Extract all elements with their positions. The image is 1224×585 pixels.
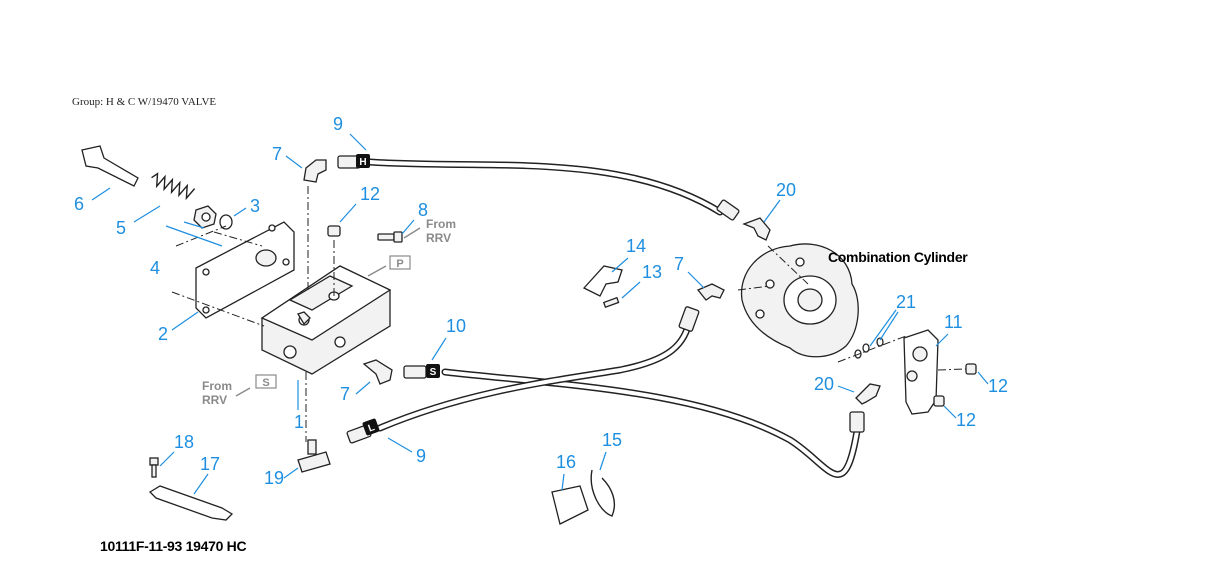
plug-part-12-right <box>965 363 977 375</box>
callout-15: 15 <box>602 430 622 450</box>
hose-l <box>376 314 694 432</box>
elbow-part-7-top <box>303 159 327 183</box>
callout-9-top: 9 <box>333 114 343 134</box>
elbow-part-20-top <box>742 217 771 241</box>
svg-text:From: From <box>202 379 232 393</box>
callouts: 9 7 12 8 6 5 3 4 2 1 7 10 9 18 17 19 <box>74 114 1008 495</box>
from-rrv-bottom: S From RRV <box>202 374 277 407</box>
svg-text:H: H <box>359 157 366 168</box>
svg-text:S: S <box>430 367 437 378</box>
bracket-part-17 <box>148 485 234 521</box>
bolt-part-18 <box>149 457 159 478</box>
group-title: Group: H & C W/19470 VALVE <box>72 96 217 108</box>
clamp-part-14 <box>582 265 623 297</box>
figure-id: 10111F-11-93 19470 HC <box>100 538 247 554</box>
callout-20-top: 20 <box>776 180 796 200</box>
callout-13: 13 <box>642 262 662 282</box>
plug-part-12-bottom <box>933 395 945 407</box>
hose-tag-l: L <box>362 418 380 436</box>
svg-text:RRV: RRV <box>426 231 451 245</box>
elbow-part-7-mid <box>696 283 725 301</box>
callout-8: 8 <box>418 200 428 220</box>
callout-1: 1 <box>294 412 304 432</box>
callout-5: 5 <box>116 218 126 238</box>
bolt-part-8 <box>377 231 403 243</box>
oring-part-3 <box>219 214 233 230</box>
pin-part-6 <box>81 145 139 187</box>
callout-18: 18 <box>174 432 194 452</box>
svg-text:S: S <box>262 377 269 389</box>
svg-text:P: P <box>396 258 403 270</box>
callout-12-top: 12 <box>360 184 380 204</box>
callout-9-low: 9 <box>416 446 426 466</box>
plug-part-12-top <box>327 225 341 237</box>
callout-3: 3 <box>250 196 260 216</box>
combination-cylinder-label: Combination Cylinder <box>828 249 968 265</box>
valve-body-part-1 <box>260 265 392 375</box>
callout-20-low: 20 <box>814 374 834 394</box>
callout-7-mid: 7 <box>674 254 684 274</box>
combination-cylinder <box>740 243 859 358</box>
callout-21: 21 <box>896 292 916 312</box>
bracket-part-16 <box>551 485 589 525</box>
hose-tag-s: S <box>426 364 440 378</box>
valve-part-11 <box>903 329 939 415</box>
center-lines <box>171 186 967 442</box>
elbow-part-7-low <box>362 359 393 385</box>
hose-tag-h: H <box>356 154 370 168</box>
callout-12-right: 12 <box>988 376 1008 396</box>
plug-part-4 <box>193 205 217 229</box>
clip-part-15 <box>590 469 616 517</box>
callout-7-top: 7 <box>272 144 282 164</box>
callout-19: 19 <box>264 468 284 488</box>
gasket-part-2 <box>195 221 295 319</box>
callout-12-bottom: 12 <box>956 410 976 430</box>
callout-17: 17 <box>200 454 220 474</box>
svg-text:L: L <box>367 422 377 434</box>
bolt-part-13 <box>602 296 620 309</box>
callout-6: 6 <box>74 194 84 214</box>
callout-4: 4 <box>150 258 160 278</box>
svg-text:RRV: RRV <box>202 393 227 407</box>
spring-part-5 <box>151 172 196 201</box>
hose-h <box>366 158 724 216</box>
svg-text:From: From <box>426 217 456 231</box>
callout-7-low: 7 <box>340 384 350 404</box>
fittings-part-21 <box>854 337 884 359</box>
callout-16: 16 <box>556 452 576 472</box>
callout-2: 2 <box>158 324 168 344</box>
callout-11: 11 <box>944 312 963 332</box>
callout-14: 14 <box>626 236 646 256</box>
from-rrv-top: From RRV P <box>367 217 456 277</box>
callout-10: 10 <box>446 316 466 336</box>
elbow-part-20-low <box>855 383 881 405</box>
tee-part-19 <box>297 439 331 473</box>
